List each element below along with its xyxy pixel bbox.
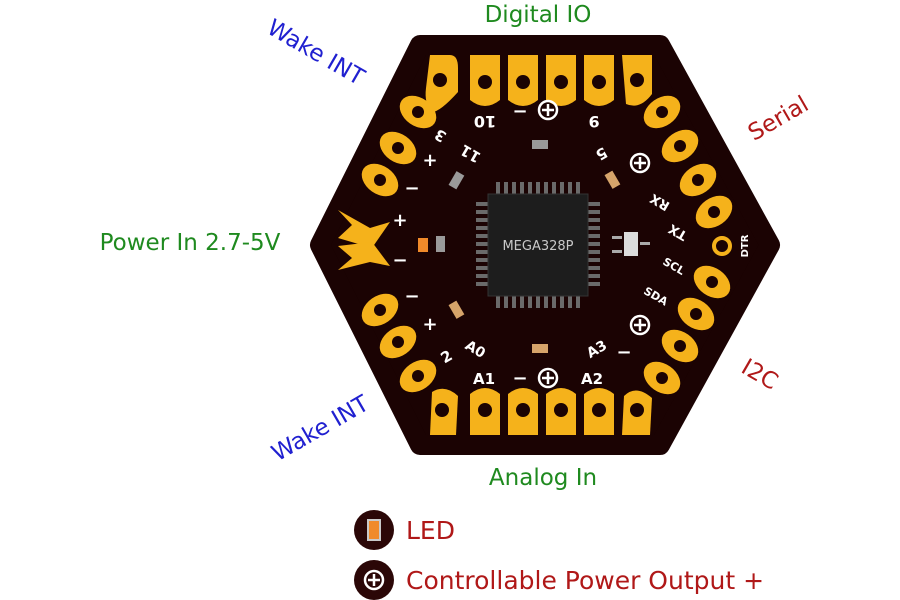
pin-minus-lower-label: − — [404, 286, 419, 307]
power-in-pads — [338, 210, 390, 270]
legend-power-output-label: Controllable Power Output + — [406, 565, 765, 595]
circled-plus-icons — [537, 99, 651, 389]
legend-led-label: LED — [406, 515, 455, 545]
pin-a2-label: A2 — [581, 370, 603, 388]
pin-9-label: 9 — [588, 112, 599, 131]
onboard-led — [418, 238, 428, 252]
pin-minus-mid-label: − — [392, 250, 407, 271]
smd-components — [418, 140, 650, 353]
dtr-pad — [712, 236, 732, 256]
label-analog-in: Analog In — [489, 465, 597, 491]
legend-led: LED — [354, 510, 455, 550]
chip-label: MEGA328P — [502, 239, 573, 254]
label-wake-int-bottom: Wake INT — [268, 390, 375, 467]
pin-plus-mid-label: + — [392, 210, 407, 231]
pin-minus-top-label: − — [512, 101, 527, 122]
chip-body — [487, 193, 589, 297]
pin-minus-upper-label: − — [404, 178, 419, 199]
legend-power-output: Controllable Power Output + — [354, 560, 764, 600]
label-wake-int-top: Wake INT — [263, 15, 370, 92]
led-icon — [354, 510, 394, 550]
pin-minus-bottom-label: − — [512, 368, 527, 389]
pin-a1-label: A1 — [473, 370, 495, 388]
pin-plus-lower-label: + — [422, 314, 437, 335]
pin-minus-right-label: − — [616, 342, 631, 363]
circled-plus-icon — [354, 560, 394, 600]
label-power-in: Power In 2.7-5V — [100, 230, 281, 256]
label-digital-io: Digital IO — [485, 2, 592, 28]
pin-10-label: 10 — [474, 112, 496, 131]
label-i2c: I2C — [737, 354, 782, 395]
label-serial: Serial — [744, 91, 813, 146]
chip-pins — [476, 182, 600, 308]
pin-dtr-label: DTR — [740, 234, 751, 257]
right-lower-pads — [643, 265, 731, 395]
pad-holes — [374, 73, 720, 417]
pin-plus-upper-label: + — [422, 150, 437, 171]
